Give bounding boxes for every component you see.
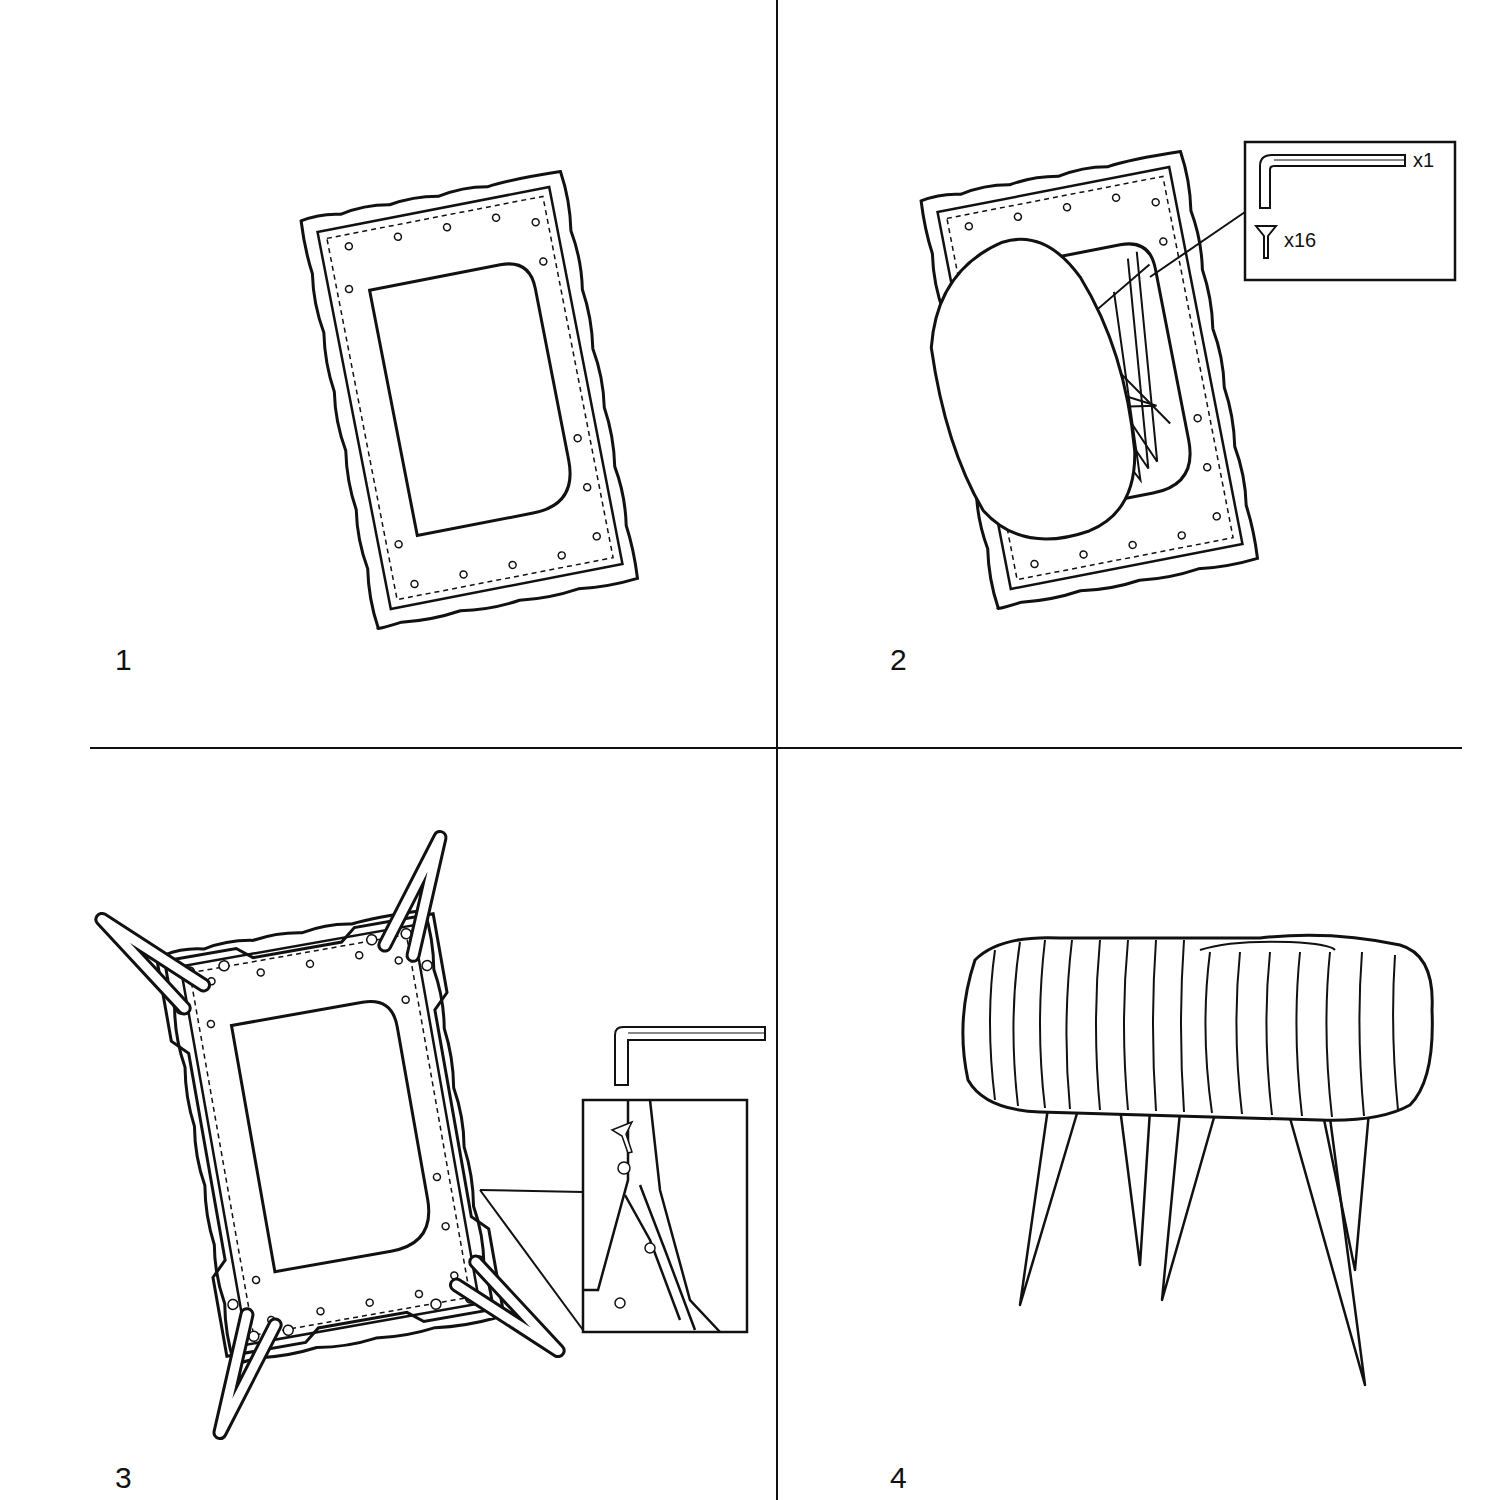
step-number: 2 [890, 645, 907, 675]
step-number: 4 [890, 1463, 907, 1493]
quantity-label: x16 [1284, 230, 1316, 250]
step-number: 1 [115, 645, 132, 675]
quantity-label: x1 [1413, 150, 1434, 170]
step-number: 3 [115, 1463, 132, 1493]
